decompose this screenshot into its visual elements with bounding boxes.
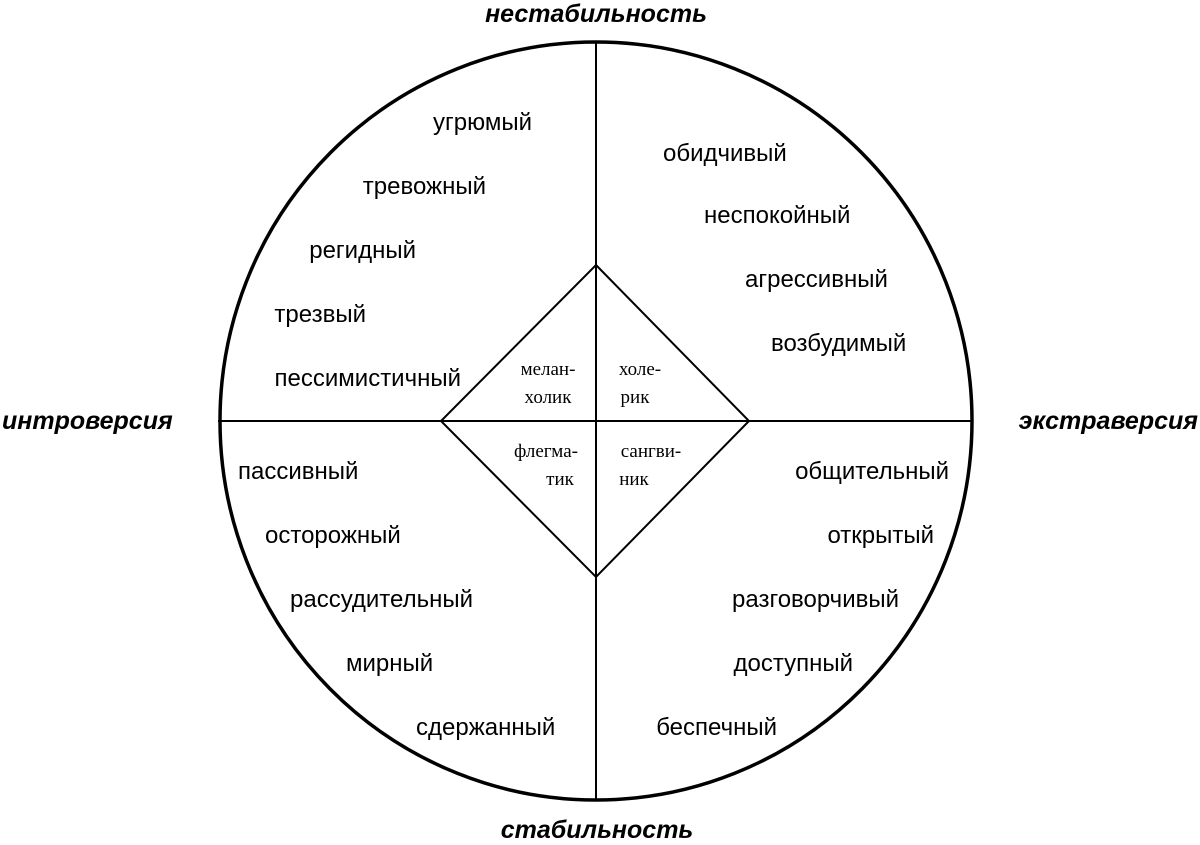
trait-top-right: неспокойный [704, 202, 850, 229]
trait-top-left: трезвый [274, 301, 366, 328]
trait-bottom-left: мирный [346, 650, 433, 677]
temperament-melancholic-line1: мелан- [521, 359, 576, 380]
trait-bottom-right: доступный [733, 650, 853, 677]
temperament-phlegmatic-line1: флегма- [514, 441, 578, 462]
trait-top-left: тревожный [363, 173, 486, 200]
trait-bottom-left: рассудительный [290, 586, 473, 613]
temperament-sanguine-line2: ник [619, 469, 649, 490]
trait-top-left: регидный [309, 237, 416, 264]
trait-bottom-right: открытый [827, 522, 934, 549]
axis-label-bottom: стабильность [501, 816, 694, 844]
temperament-choleric-line2: рик [621, 387, 651, 408]
trait-top-right: обидчивый [663, 140, 787, 167]
trait-bottom-right: общительный [795, 458, 949, 485]
axis-label-top: нестабильность [485, 0, 707, 28]
temperament-sanguine-line1: сангви- [621, 441, 682, 462]
temperament-phlegmatic-line2: тик [546, 469, 574, 490]
trait-bottom-left: осторожный [265, 522, 401, 549]
trait-bottom-right: разговорчивый [732, 586, 899, 613]
trait-bottom-left: пассивный [238, 458, 358, 485]
trait-top-right: возбудимый [771, 330, 906, 357]
trait-bottom-left: сдержанный [416, 714, 555, 741]
temperament-choleric-line1: холе- [619, 359, 661, 380]
trait-top-left: пессимистичный [275, 365, 461, 392]
trait-top-left: угрюмый [433, 109, 532, 136]
trait-top-right: агрессивный [745, 266, 888, 293]
temperament-melancholic-line2: холик [525, 387, 573, 408]
axis-label-right: экстраверсия [1019, 407, 1199, 435]
trait-bottom-right: беспечный [656, 714, 777, 741]
axis-label-left: интроверсия [2, 407, 173, 435]
